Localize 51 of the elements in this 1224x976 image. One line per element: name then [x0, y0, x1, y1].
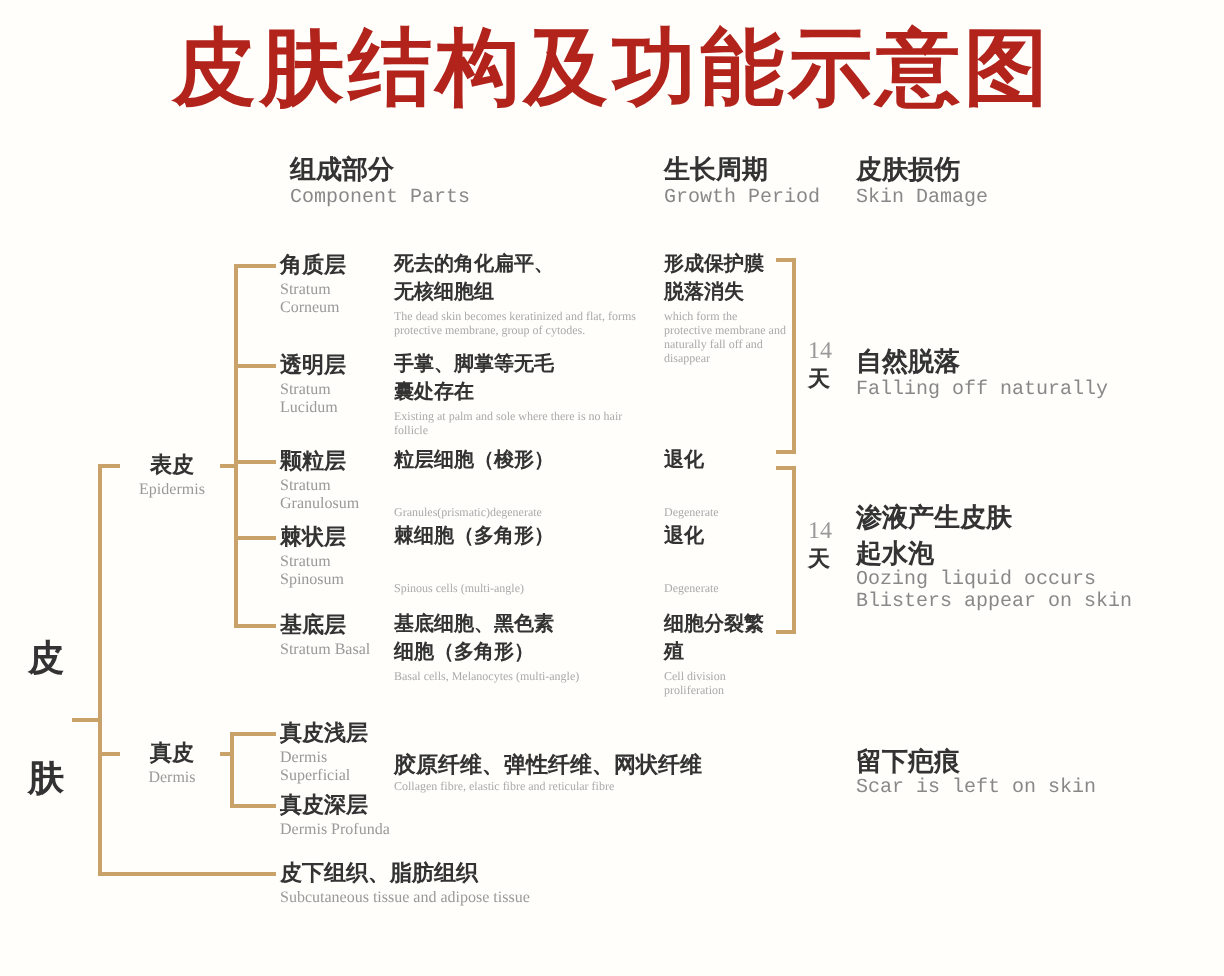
layer-name: 皮下组织、脂肪组织 — [280, 860, 481, 888]
layer-name: 真皮深层 — [280, 792, 370, 820]
english-name: Stratum Basal — [280, 640, 373, 658]
layer-name: 颗粒层 — [280, 448, 348, 476]
connector-line — [72, 718, 276, 876]
column-header: 皮肤损伤 — [856, 154, 962, 187]
english-name: Stratum Lucidum — [280, 380, 340, 416]
layer-name: 真皮浅层 — [280, 720, 370, 748]
connector-line — [220, 752, 276, 808]
layer-name: 真皮 — [148, 740, 196, 768]
damage-english: Scar is left on skin — [856, 778, 1099, 800]
day-count: 14 — [808, 516, 834, 544]
damage-text: 自然脱落 — [856, 346, 962, 379]
english-name: Dermis Superficial — [280, 748, 353, 784]
english-name: Epidermis — [137, 480, 207, 498]
english-name: Subcutaneous tissue and adipose tissue — [280, 888, 532, 906]
growth-text: 细胞分裂繁殖 — [664, 612, 766, 668]
damage-english: Falling off naturally — [856, 380, 1111, 402]
layer-name: 棘状层 — [280, 524, 348, 552]
growth-text: 退化 — [664, 448, 706, 476]
day-unit: 天 — [808, 546, 832, 574]
english-name: Stratum Corneum — [280, 280, 342, 316]
damage-english: Oozing liquid occurs Blisters appear on skin — [856, 570, 1135, 614]
layer-name: 角质层 — [280, 252, 348, 280]
growth-text: 退化 — [664, 524, 706, 552]
title: 皮肤结构及功能示意图 — [169, 16, 1054, 120]
description: 棘细胞（多角形） — [394, 524, 556, 552]
english-name: Dermis — [146, 768, 198, 786]
root-label: 皮肤 — [28, 636, 66, 804]
column-header: 组成部分 — [290, 153, 396, 188]
column-header-english: Component Parts — [290, 188, 473, 210]
day-count: 14 — [808, 336, 834, 364]
description: 胶原纤维、弹性纤维、网状纤维 — [394, 752, 704, 780]
damage-text: 渗液产生皮肤起水泡 — [856, 501, 1014, 570]
english-name: Stratum Granulosum — [280, 476, 362, 512]
description: 手掌、脚掌等无毛囊处存在 — [394, 352, 556, 408]
column-header-english: Skin Damage — [856, 188, 991, 210]
connector-line — [220, 464, 276, 628]
growth-text: 形成保护膜脱落消失 — [664, 252, 766, 308]
english-name: Dermis Profunda — [280, 820, 390, 838]
layer-name: 透明层 — [280, 352, 348, 380]
day-unit: 天 — [808, 366, 832, 394]
column-header: 生长周期 — [664, 154, 770, 187]
column-header-english: Growth Period — [664, 188, 823, 210]
description: 死去的角化扁平、无核细胞组 — [394, 252, 556, 308]
layer-name: 基底层 — [280, 612, 348, 640]
damage-text: 留下疤痕 — [856, 745, 960, 778]
layer-name: 表皮 — [148, 452, 196, 480]
english-name: Stratum Spinosum — [280, 552, 347, 588]
description: 粒层细胞（梭形） — [394, 448, 556, 476]
description: 基底细胞、黑色素细胞（多角形） — [394, 612, 556, 668]
